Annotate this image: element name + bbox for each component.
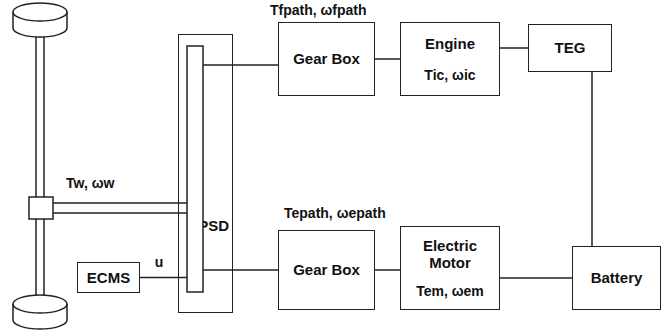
gearbox-box: Gear Box [278, 230, 375, 310]
axle [35, 30, 37, 302]
ecms-box: ECMS [77, 262, 140, 293]
wheel [13, 3, 67, 21]
box-title: Engine [425, 35, 475, 52]
connector-line [375, 269, 400, 271]
teg-box: TEG [528, 24, 612, 72]
signal-name: Tic, ωic [424, 67, 475, 83]
wheel [13, 295, 67, 313]
psd-shaft-link [203, 64, 233, 66]
psd-shaft-link [203, 269, 233, 271]
box-title: Battery [591, 269, 643, 286]
gearbox-box: Gear Box [278, 22, 375, 96]
signal-label: Tepath, ωepath [282, 205, 388, 221]
connector-line [500, 47, 528, 49]
signal-label: Tfpath, ωfpath [268, 2, 369, 18]
psd-link [178, 58, 203, 60]
box-title: PSD [198, 217, 229, 234]
connector-line [375, 58, 400, 60]
connector-line [233, 64, 278, 66]
differential [29, 197, 53, 219]
drive-shaft [53, 202, 187, 204]
box-title: Electric Motor [407, 237, 493, 272]
box-title: Gear Box [293, 50, 360, 67]
edge-label: u [153, 254, 166, 270]
box-title: Gear Box [293, 261, 360, 278]
signal-name: Tem, ωem [416, 283, 484, 299]
box-title: ECMS [87, 269, 130, 286]
connector-line [591, 72, 593, 246]
battery-box: Battery [572, 246, 661, 310]
box-title: TEG [555, 39, 586, 56]
psd-box: PSD [178, 34, 233, 313]
connector-line [500, 277, 572, 279]
signal-label: Tw, ωw [64, 175, 116, 191]
connector-line [140, 277, 178, 279]
motor-box: Electric MotorTem, ωem [400, 226, 500, 310]
engine-box: EngineTic, ωic [400, 22, 500, 96]
drive-shaft [53, 212, 187, 214]
psd-shaft [187, 46, 203, 292]
connector-line [233, 269, 278, 271]
psd-shaft-link [178, 277, 187, 279]
axle [43, 30, 45, 302]
